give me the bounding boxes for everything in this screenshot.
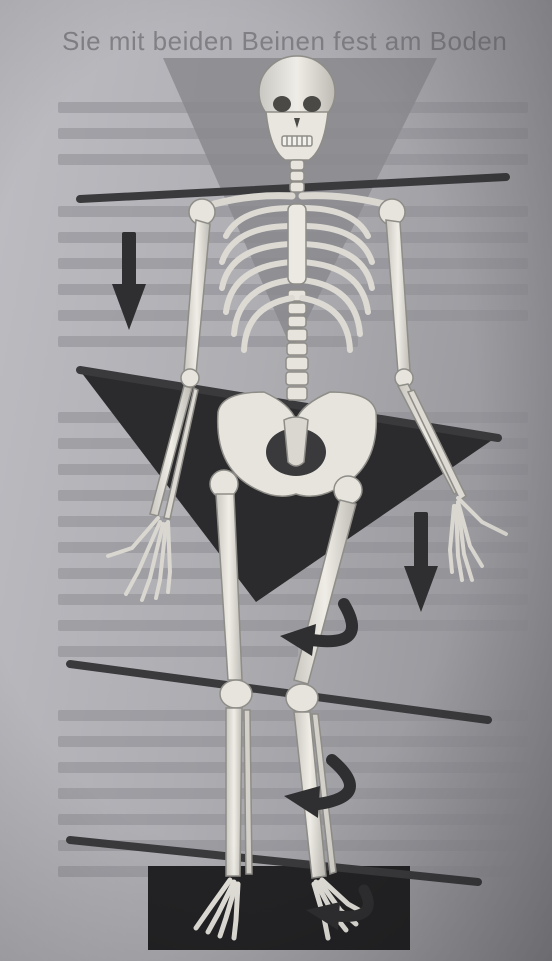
left-hand xyxy=(108,518,170,600)
right-hand xyxy=(450,498,506,580)
knee-bar xyxy=(70,664,488,720)
down-arrow-icon xyxy=(112,232,146,330)
sternum xyxy=(288,204,306,284)
rotation-arrow-icon xyxy=(284,760,350,818)
down-arrow-icon xyxy=(404,512,438,612)
